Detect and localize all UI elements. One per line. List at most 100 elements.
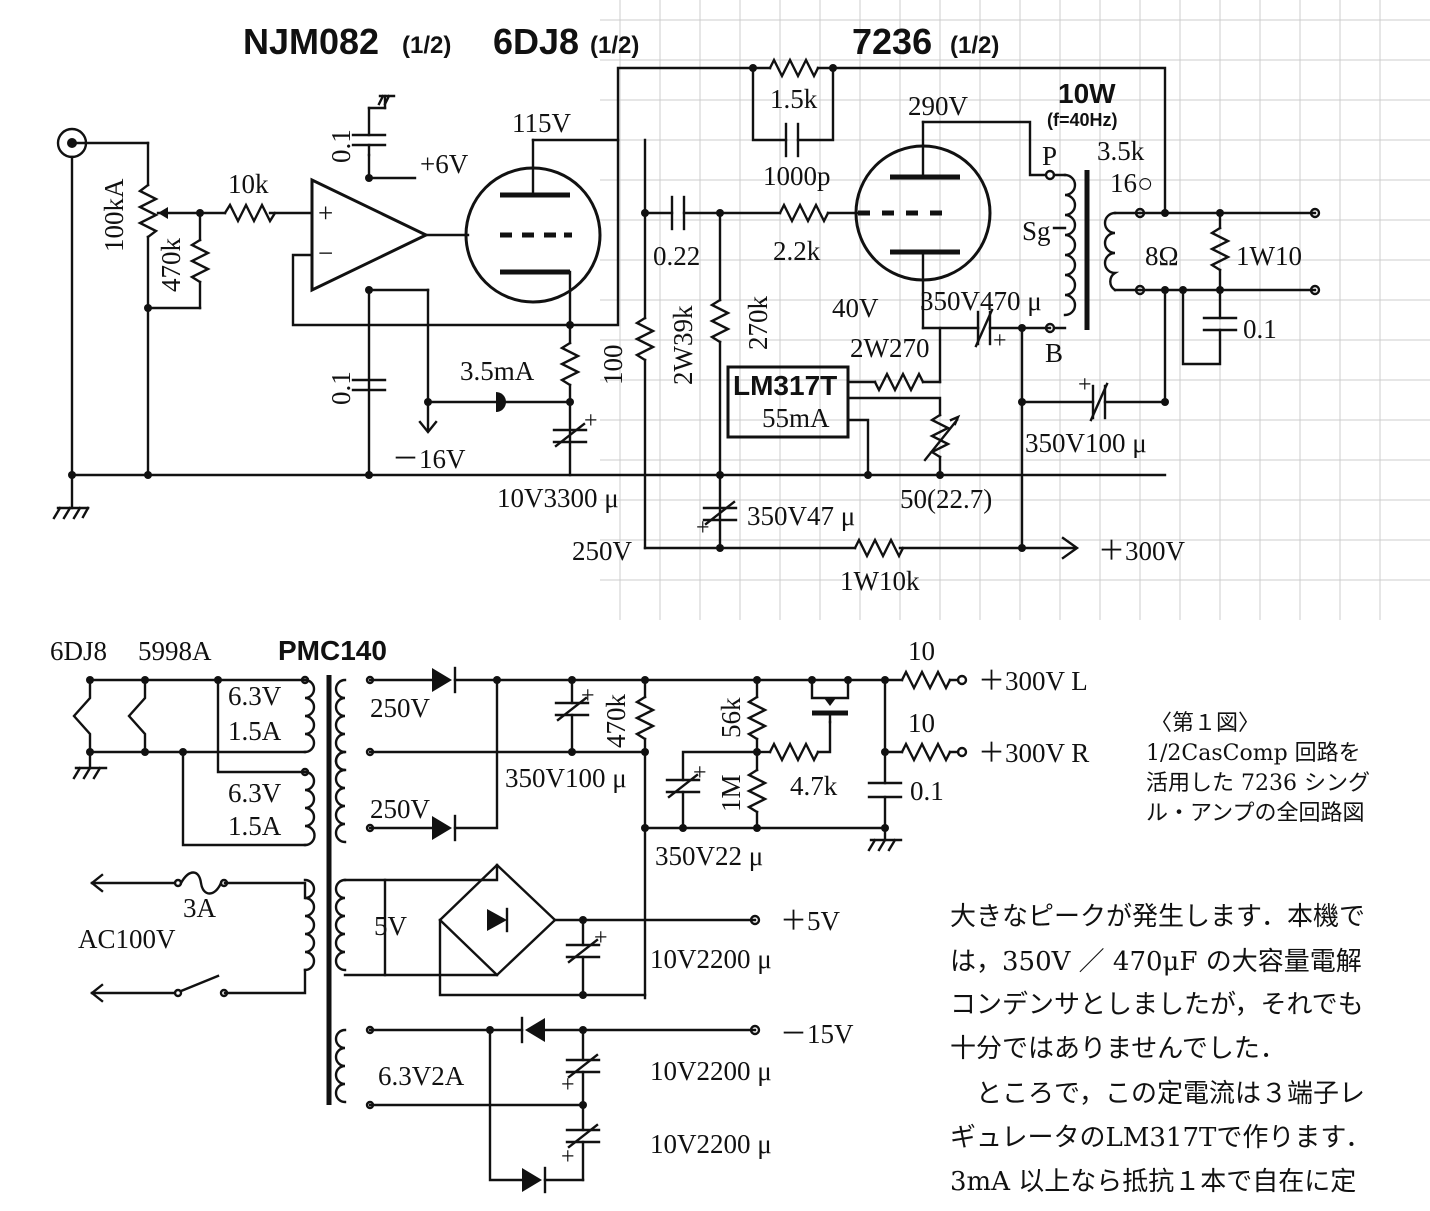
label-3p5ma: 3.5mA <box>460 356 535 386</box>
body-line-5: ところで，この定電流は３端子レ <box>950 1079 1365 1109</box>
svg-text:+: + <box>693 760 707 786</box>
label-r2w39k: 2W39k <box>668 305 698 385</box>
svg-text:−: − <box>318 238 333 268</box>
heading-opamp-unit: (1/2) <box>402 32 451 59</box>
label-r56k: 56k <box>716 697 746 738</box>
label-c2200b: 10V2200 μ <box>650 1056 772 1086</box>
svg-text:+: + <box>1078 372 1092 398</box>
body-line-7: 3mA 以上なら抵抗１本で自在に定 <box>950 1167 1356 1197</box>
label-c-top: 0.1 <box>326 129 356 163</box>
heading-driver-unit: (1/2) <box>590 32 639 59</box>
label-c-bot: 0.1 <box>326 371 356 405</box>
label-ac100v: AC100V <box>78 924 176 954</box>
input-jack <box>56 127 88 477</box>
label-c01-psu: 0.1 <box>910 776 944 806</box>
label-40v: 40V <box>832 293 879 323</box>
label-8ohm: 8Ω <box>1145 241 1179 271</box>
label-c022: 0.22 <box>653 241 700 271</box>
body-line-4: 十分ではありませんでした． <box>950 1034 1286 1064</box>
body-line-6: ギュレータのLM317Tで作ります． <box>950 1123 1371 1153</box>
label-10w: 10W <box>1058 78 1116 109</box>
label-out-300v-r: ＋300V R <box>978 738 1089 768</box>
svg-text:+: + <box>993 328 1007 354</box>
body-text: 大きなピークが発生します．本機で は，350V ／ 470μF の大容量電解 コ… <box>950 902 1371 1197</box>
svg-text:+: + <box>594 925 608 951</box>
svg-text:+: + <box>581 683 595 709</box>
body-line-1: 大きなピークが発生します．本機で <box>950 902 1365 932</box>
label-r10-l: 10 <box>908 636 935 666</box>
label-minus16v: －16V <box>392 444 466 474</box>
label-r2w270: 2W270 <box>850 333 929 363</box>
opamp-njm082: + − <box>310 177 430 293</box>
output-cathode-network: + <box>726 308 1052 552</box>
label-c350-47: 350V47 μ <box>747 501 855 531</box>
label-b: B <box>1045 338 1063 368</box>
label-w5v: 5V <box>374 911 408 941</box>
ripple-filter: + <box>643 669 968 852</box>
figure-caption: 〈第１図〉 1/2CasComp 回路を 活用した 7236 シング ル・アンプ… <box>1146 711 1370 826</box>
label-w1-a: 1.5A <box>228 716 282 746</box>
coupling-network: + <box>634 138 1080 560</box>
resistor-10k <box>198 202 314 224</box>
svg-text:+: + <box>318 198 333 228</box>
power-transformer <box>300 675 375 1110</box>
label-115v: 115V <box>512 108 571 138</box>
svg-text:+: + <box>696 515 710 541</box>
mains-input <box>90 871 307 1003</box>
label-r470k-psu: 470k <box>601 694 631 749</box>
label-fuse-3a: 3A <box>183 893 217 923</box>
caption-line-1: 〈第１図〉 <box>1150 711 1260 736</box>
label-r100: 100 <box>598 345 628 386</box>
label-c350-22: 350V22 μ <box>655 841 763 871</box>
label-heater-5998a: 5998A <box>138 636 212 666</box>
label-c01-out: 0.1 <box>1243 314 1277 344</box>
heading-driver: 6DJ8 <box>493 21 579 62</box>
heading-opamp: NJM082 <box>243 21 379 62</box>
label-heater-6dj8: 6DJ8 <box>50 636 107 666</box>
label-c3300: 10V3300 μ <box>497 483 619 513</box>
label-p: P <box>1042 141 1057 171</box>
label-pot: 100kA <box>99 178 129 252</box>
label-55ma: 55mA <box>762 403 830 433</box>
label-out-300v-l: ＋300V L <box>978 666 1088 696</box>
label-1w10: 1W10 <box>1236 241 1302 271</box>
ground-symbol <box>52 473 90 520</box>
caption-line-3: 活用した 7236 シング <box>1146 771 1370 796</box>
volume-pot <box>70 141 202 479</box>
label-w1-v: 6.3V <box>228 681 282 711</box>
label-plus300v: ＋300V <box>1098 536 1186 566</box>
label-c2200a: 10V2200 μ <box>650 944 772 974</box>
label-hv2: 250V <box>370 794 431 824</box>
label-c350-100-psu: 350V100 μ <box>505 763 627 793</box>
label-r4p7k: 4.7k <box>790 771 838 801</box>
label-f40hz: (f=40Hz) <box>1047 110 1118 130</box>
tube-6dj8 <box>464 138 602 327</box>
label-hv1: 250V <box>370 693 431 723</box>
label-3p5k: 3.5k <box>1097 136 1145 166</box>
output-transformer <box>1044 169 1321 366</box>
supply-5v: + <box>343 863 761 999</box>
label-r2p2k: 2.2k <box>773 236 821 266</box>
label-plus6v: +6V <box>420 149 469 179</box>
label-r50: 50(22.7) <box>900 484 992 514</box>
svg-text:+: + <box>561 1144 575 1170</box>
lm317-box <box>726 365 850 439</box>
caption-line-2: 1/2CasComp 回路を <box>1146 741 1361 766</box>
label-out-minus15v: －15V <box>780 1019 854 1049</box>
heater-circuit <box>72 676 307 847</box>
label-w63v2a: 6.3V2A <box>378 1061 465 1091</box>
label-10k: 10k <box>228 169 269 199</box>
label-c350-470: 350V470 μ <box>920 286 1042 316</box>
label-w2-v: 6.3V <box>228 778 282 808</box>
heading-output: 7236 <box>852 21 932 62</box>
label-470k: 470k <box>156 238 186 293</box>
body-line-2: は，350V ／ 470μF の大容量電解 <box>950 947 1362 977</box>
label-r10-r: 10 <box>908 708 935 738</box>
tube-7236 <box>854 120 1047 330</box>
label-r1p5k: 1.5k <box>770 84 818 114</box>
label-r1w10k: 1W10k <box>840 566 920 596</box>
supply-minus15v: + + <box>368 1016 761 1194</box>
label-sg: Sg <box>1022 216 1051 246</box>
body-line-3: コンデンサとしましたが，それでも <box>950 990 1364 1020</box>
